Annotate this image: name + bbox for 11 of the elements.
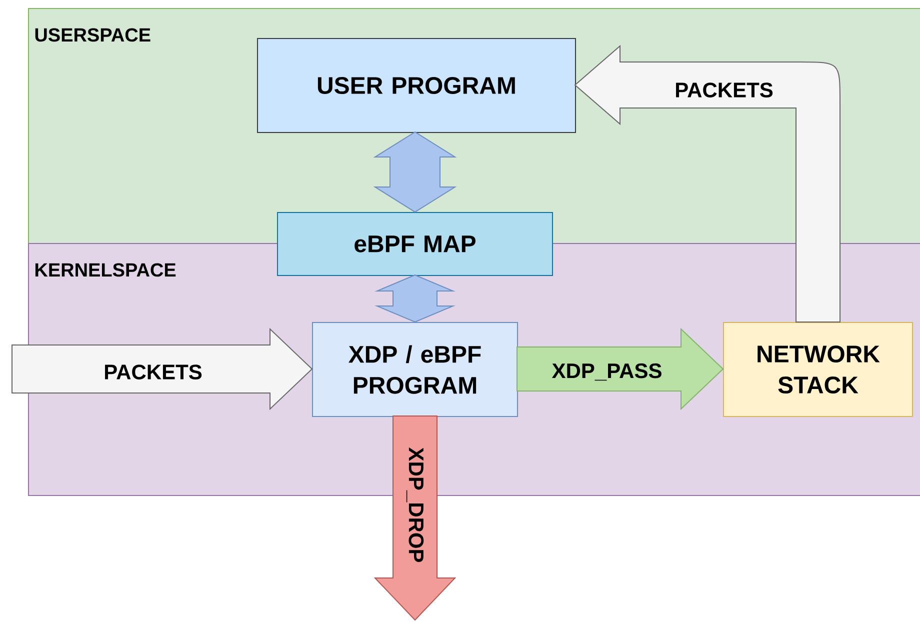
block-arrow [12, 328, 313, 410]
block-arrow [574, 46, 840, 322]
edge-label: PACKETS [676, 82, 773, 98]
edge-label: XDP_PASS [552, 363, 662, 381]
block-arrow [374, 416, 456, 621]
process-box: NETWORK STACK [723, 322, 913, 417]
map-box: eBPF MAP [277, 212, 553, 276]
block-arrow [516, 328, 724, 410]
edge-label: PACKETS [105, 364, 202, 380]
process-box: USER PROGRAM [257, 38, 576, 133]
process-box: XDP / eBPF PROGRAM [312, 322, 518, 417]
